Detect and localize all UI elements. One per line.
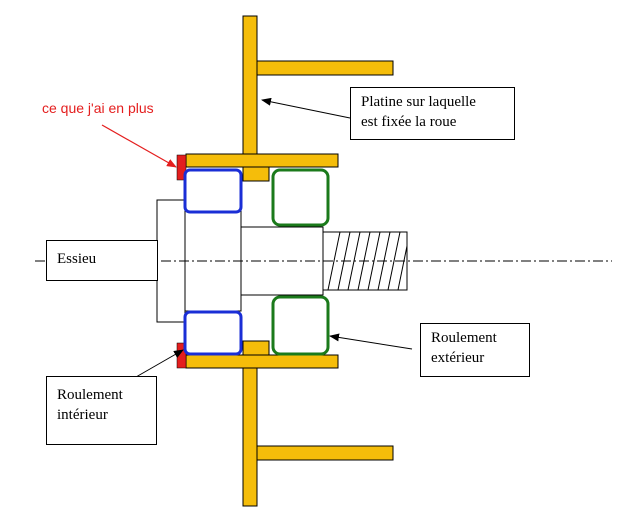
plate-sleeve-top <box>185 153 339 168</box>
arrow-extra-part <box>101 124 177 168</box>
inner-bearing <box>183 168 243 356</box>
outer-bearing-label: Roulement extérieur <box>420 323 530 377</box>
plate-label: Platine sur laquelle est fixée la roue <box>350 87 515 140</box>
outer-bearing-label-line-2: extérieur <box>431 350 485 366</box>
plate <box>185 15 394 507</box>
plate-arm-top <box>256 60 394 76</box>
plate-shoulder-top <box>242 166 270 182</box>
plate-arm-bottom <box>256 445 394 461</box>
outer-bearing-bottom <box>271 295 330 356</box>
axle-body <box>184 210 242 312</box>
plate-web-top <box>242 15 258 155</box>
inner-bearing-bottom <box>183 310 243 356</box>
plate-sleeve-bottom <box>185 354 339 369</box>
arrow-inner-bearing <box>135 349 184 378</box>
plate-label-line-1: Platine sur laquelle <box>361 94 476 110</box>
leader-arrows <box>101 97 413 378</box>
arrow-plate <box>261 97 351 119</box>
inner-bearing-label: Roulement intérieur <box>46 376 157 445</box>
outer-bearing <box>271 168 330 356</box>
inner-bearing-label-line-1: Roulement <box>57 387 123 403</box>
arrow-outer-bearing <box>329 333 413 350</box>
inner-bearing-label-line-2: intérieur <box>57 407 108 423</box>
plate-shoulder-bottom <box>242 340 270 356</box>
plate-label-line-2: est fixée la roue <box>361 114 457 130</box>
outer-bearing-top <box>271 168 330 227</box>
axle-label-text: Essieu <box>57 251 97 267</box>
outer-bearing-label-line-1: Roulement <box>431 330 497 346</box>
inner-bearing-top <box>183 168 243 214</box>
axle-label: Essieu <box>46 240 158 281</box>
extra-part-top <box>176 154 187 181</box>
extra-part-annotation: ce que j'ai en plus <box>42 100 154 116</box>
plate-web-bottom <box>242 367 258 507</box>
